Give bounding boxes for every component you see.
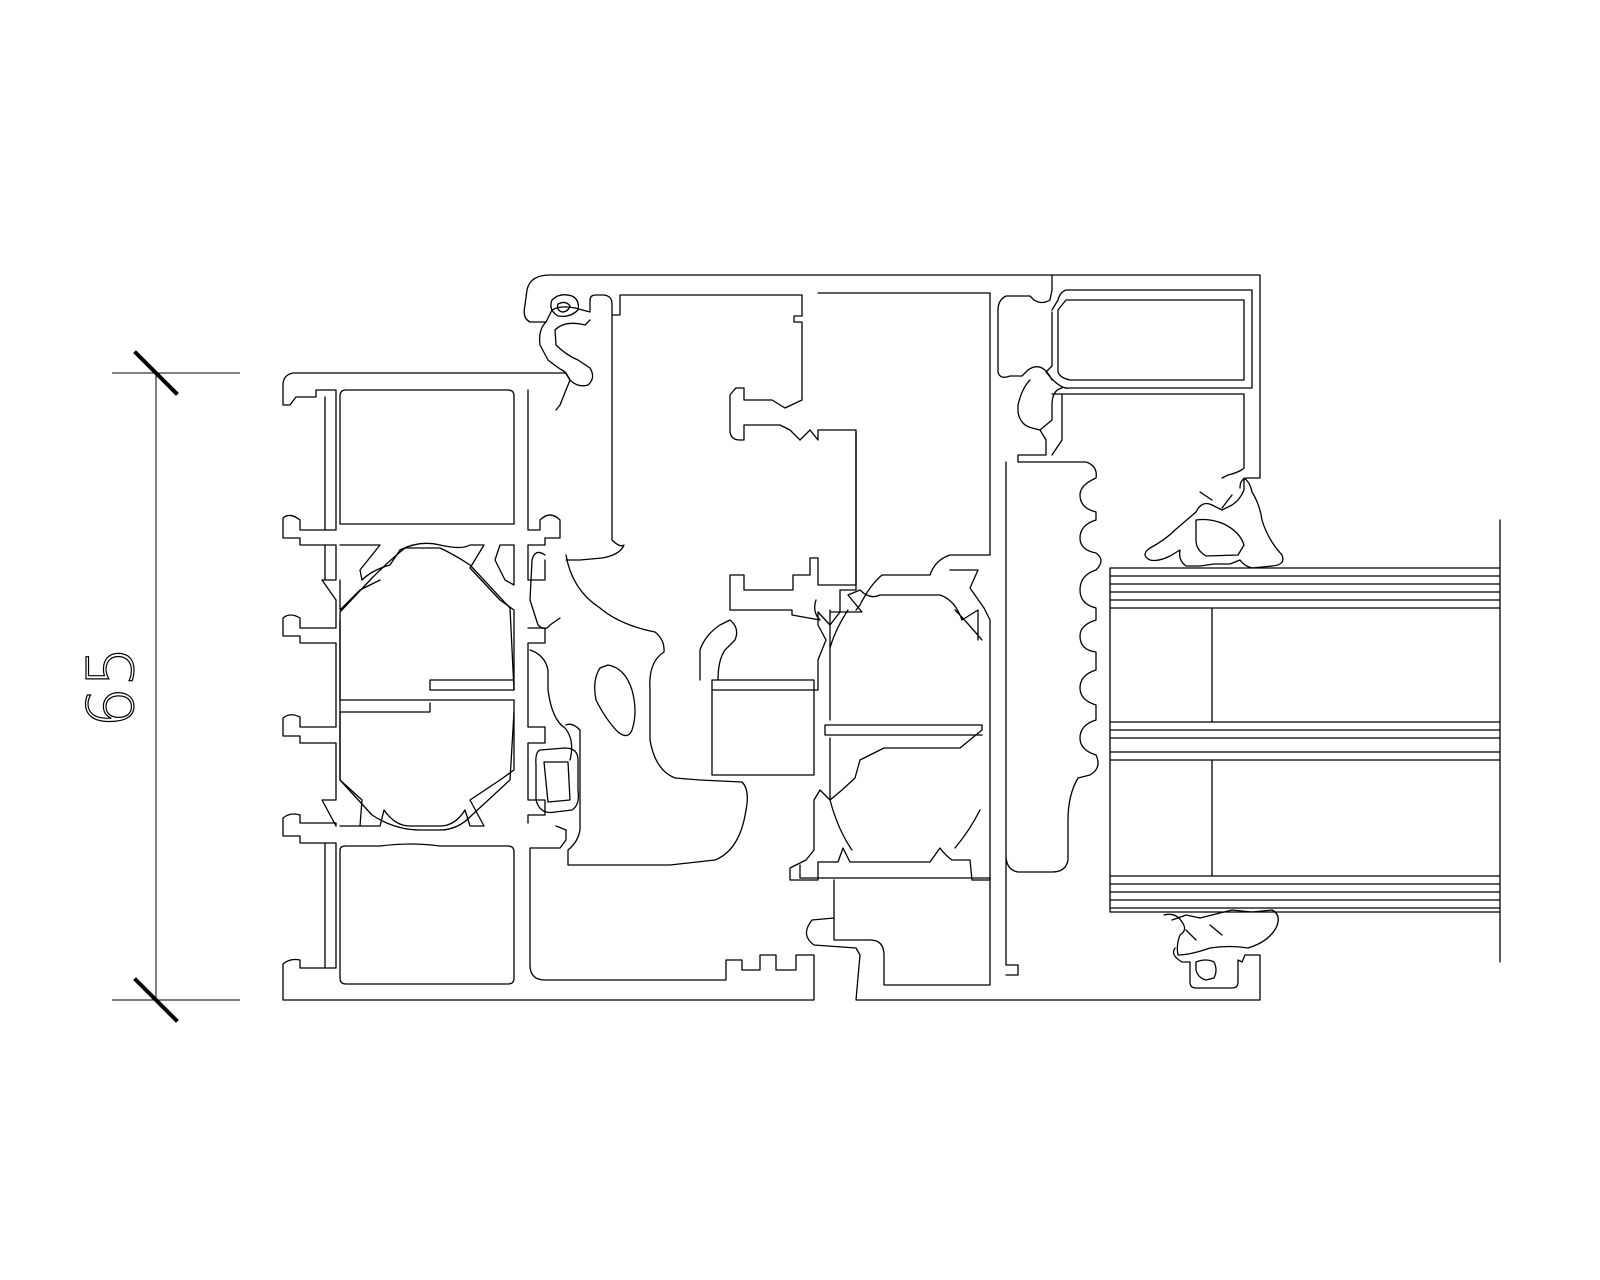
glazing-gasket-top bbox=[1144, 477, 1284, 569]
dimension-tick-bottom bbox=[133, 977, 179, 1023]
frame-bottom-chamber bbox=[339, 843, 515, 985]
glass-unit bbox=[1109, 519, 1501, 963]
frame-outer-contour bbox=[282, 372, 815, 1001]
sash-top-gasket bbox=[538, 294, 594, 387]
frame-thermal-break bbox=[339, 542, 515, 827]
sash-core-chamber bbox=[789, 569, 991, 881]
sash-bottom-contour bbox=[869, 947, 1261, 1001]
frame-gasket-column bbox=[529, 551, 580, 814]
outer-frame-profile bbox=[282, 372, 815, 1001]
sash-profile bbox=[523, 274, 1261, 1001]
dimension-tick-top bbox=[133, 350, 179, 396]
frame-core-chamber bbox=[339, 547, 515, 831]
sash-lower-rect-chamber bbox=[799, 864, 991, 1001]
sash-thermal-insert bbox=[565, 554, 748, 866]
glazing-bead-profile bbox=[997, 274, 1501, 976]
dimension-annotation: 65 bbox=[74, 350, 240, 1023]
glazing-bead-body bbox=[1005, 393, 1245, 976]
dimension-label: 65 bbox=[75, 646, 149, 727]
glazing-bead-contour bbox=[997, 274, 1253, 463]
sash-centre-chamber bbox=[699, 431, 857, 776]
frame-top-chamber bbox=[339, 389, 515, 525]
glazing-gasket-bottom bbox=[1163, 909, 1279, 956]
sash-upper-rect-chamber bbox=[817, 292, 991, 611]
frame-inner-rail-right bbox=[527, 389, 561, 824]
sash-air-chamber bbox=[565, 314, 625, 561]
